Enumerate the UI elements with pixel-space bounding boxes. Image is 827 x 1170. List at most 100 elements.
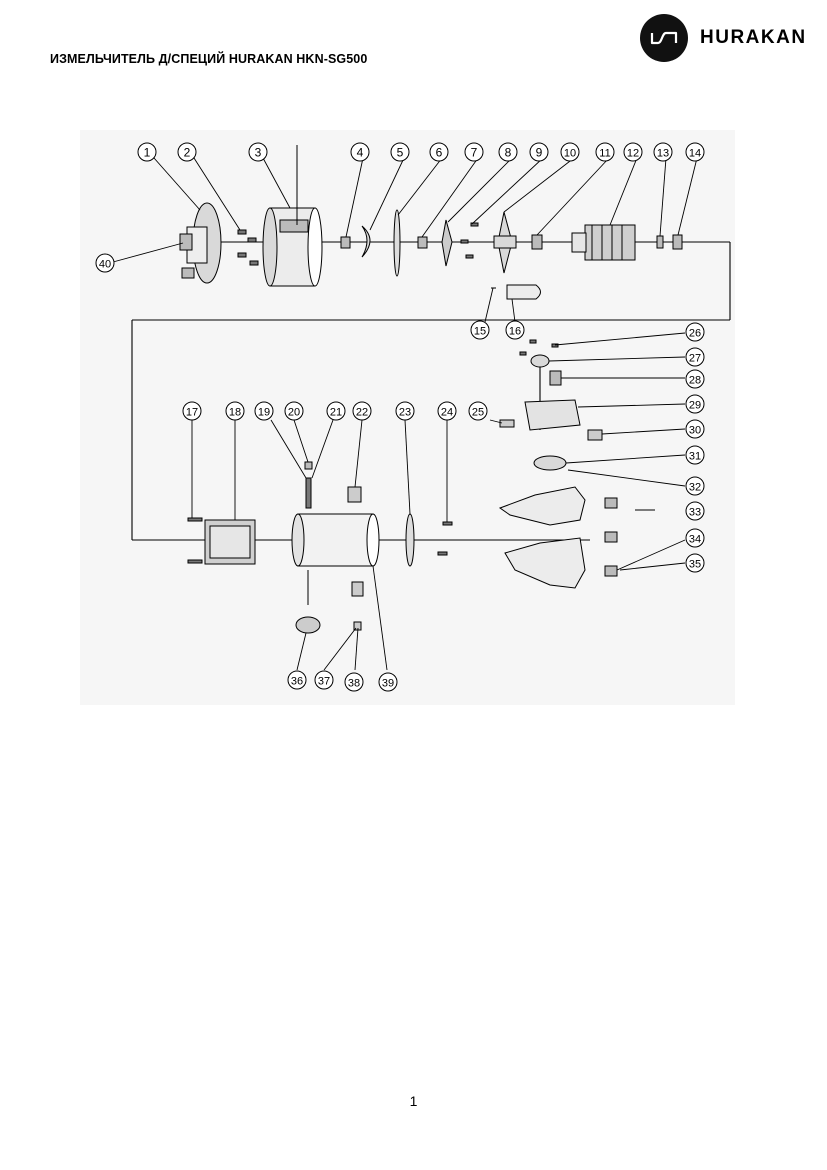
hurakan-wave-logo-icon [640,14,688,62]
part-callout-8: 8 [498,142,518,162]
part-callout-16: 16 [505,320,525,340]
part-base-33 [498,486,586,589]
part-bushing-11 [531,234,543,250]
svg-text:5: 5 [397,146,404,160]
part-callout-11: 11 [595,142,615,162]
part-callout-5: 5 [390,142,410,162]
svg-text:9: 9 [536,146,543,160]
part-callout-37: 37 [314,670,334,690]
svg-text:1: 1 [144,146,151,160]
svg-text:11: 11 [599,148,610,160]
part-cover-lid [179,202,222,284]
svg-text:32: 32 [689,482,701,494]
svg-text:23: 23 [399,407,411,419]
part-callout-28: 28 [685,369,705,389]
part-callout-22: 22 [352,401,372,421]
svg-text:25: 25 [472,407,484,419]
part-callout-14: 14 [685,142,705,162]
part-fitting-22 [347,486,362,503]
svg-text:10: 10 [564,148,576,160]
part-callout-19: 19 [254,401,274,421]
part-knob-36 [295,570,321,634]
part-callout-12: 12 [623,142,643,162]
part-screws-9 [460,222,479,259]
part-seal-5 [361,225,371,258]
part-plug-25 [499,419,515,428]
part-callout-29: 29 [685,394,705,414]
part-callout-4: 4 [350,142,370,162]
part-blade-holder-10 [493,211,517,274]
svg-text:4: 4 [357,146,364,160]
svg-text:27: 27 [689,353,701,365]
part-bearing-14 [672,234,683,250]
svg-text:28: 28 [689,375,701,387]
part-handle-16 [506,284,541,300]
part-rotor-12 [548,224,636,261]
svg-text:30: 30 [689,425,701,437]
part-callout-6: 6 [429,142,449,162]
part-cup-housing [262,145,323,287]
svg-text:16: 16 [509,326,521,338]
svg-text:20: 20 [288,407,300,419]
svg-text:36: 36 [291,676,303,688]
part-callout-20: 20 [284,401,304,421]
svg-text:18: 18 [229,407,241,419]
svg-text:2: 2 [184,146,191,160]
part-callout-24: 24 [437,401,457,421]
part-motor-housing-39 [291,513,380,567]
part-bolt-19 [305,477,312,509]
svg-text:40: 40 [99,259,111,271]
part-callout-36: 36 [287,670,307,690]
part-callout-30: 30 [685,419,705,439]
svg-text:22: 22 [356,407,368,419]
part-callout-18: 18 [225,401,245,421]
svg-text:8: 8 [505,146,512,160]
part-foot-34 [604,497,618,577]
part-callout-35: 35 [685,553,705,573]
part-callout-13: 13 [653,142,673,162]
part-callout-21: 21 [326,401,346,421]
part-callout-27: 27 [685,347,705,367]
svg-text:12: 12 [627,148,639,160]
svg-text:21: 21 [330,407,342,419]
svg-text:14: 14 [689,148,701,160]
part-switch-28 [549,370,562,386]
svg-text:29: 29 [689,400,701,412]
part-nut-7 [417,236,428,249]
svg-text:31: 31 [689,451,701,463]
part-screws-small [237,229,259,266]
svg-text:13: 13 [657,148,669,160]
part-callout-33: 33 [685,501,705,521]
svg-text:33: 33 [689,507,701,519]
part-gasket-23 [405,513,415,567]
brand-name: HURAKAN [700,27,807,48]
part-disc-6 [393,209,401,277]
part-callout-17: 17 [182,401,202,421]
part-screws-24 [437,521,453,556]
part-stator-18 [204,519,256,565]
part-callout-15: 15 [470,320,490,340]
part-switch-box-29 [524,399,581,431]
svg-text:19: 19 [258,407,270,419]
part-gasket-27 [530,354,550,368]
part-callout-3: 3 [248,142,268,162]
svg-text:35: 35 [689,559,701,571]
part-plate-31 [533,455,567,471]
part-callout-2: 2 [177,142,197,162]
part-callout-38: 38 [344,672,364,692]
part-callout-34: 34 [685,528,705,548]
svg-text:34: 34 [689,534,701,546]
part-callout-9: 9 [529,142,549,162]
part-bearing-13 [656,235,664,249]
svg-text:7: 7 [471,146,478,160]
svg-text:17: 17 [186,407,198,419]
part-callout-25: 25 [468,401,488,421]
brand: HURAKAN [640,14,815,62]
svg-text:6: 6 [436,146,443,160]
part-callout-32: 32 [685,476,705,496]
part-callout-39: 39 [378,672,398,692]
part-button-30 [587,429,603,441]
page-title: ИЗМЕЛЬЧИТЕЛЬ Д/СПЕЦИЙ HURAKAN HKN-SG500 [50,52,368,66]
part-callout-23: 23 [395,401,415,421]
part-callout-10: 10 [560,142,580,162]
